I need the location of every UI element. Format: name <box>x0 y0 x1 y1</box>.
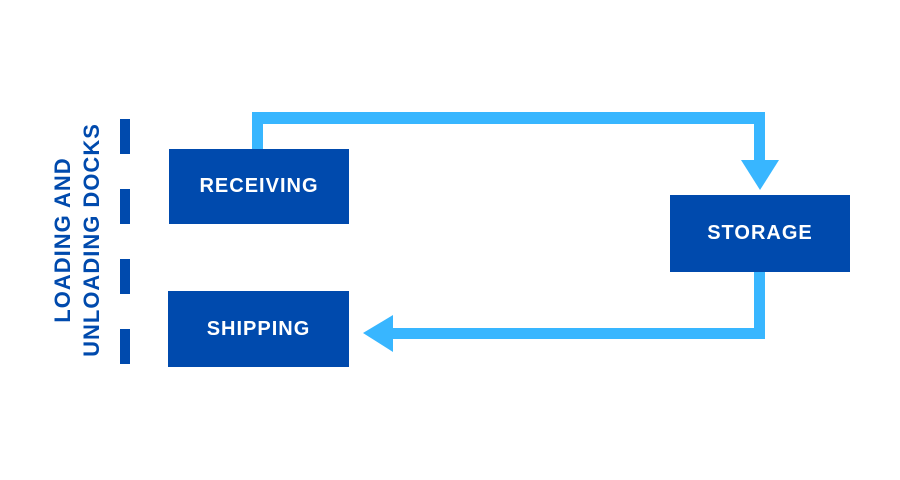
arrow-segment-vertical <box>754 112 765 160</box>
dock-label-line1: LOADING AND <box>50 157 75 323</box>
arrowhead-down-icon <box>741 160 779 190</box>
arrowhead-left-icon <box>363 315 393 352</box>
receiving-node: RECEIVING <box>169 149 349 224</box>
dock-label-line2: UNLOADING DOCKS <box>79 123 104 357</box>
dock-dashed-line <box>120 119 130 367</box>
arrow-segment-horizontal <box>390 328 765 339</box>
shipping-node: SHIPPING <box>168 291 349 367</box>
dock-label: LOADING AND UNLOADING DOCKS <box>48 123 106 357</box>
arrow-segment-vertical <box>754 272 765 339</box>
arrow-segment-horizontal <box>252 112 765 124</box>
storage-node: STORAGE <box>670 195 850 272</box>
arrow-segment-vertical <box>252 112 263 149</box>
